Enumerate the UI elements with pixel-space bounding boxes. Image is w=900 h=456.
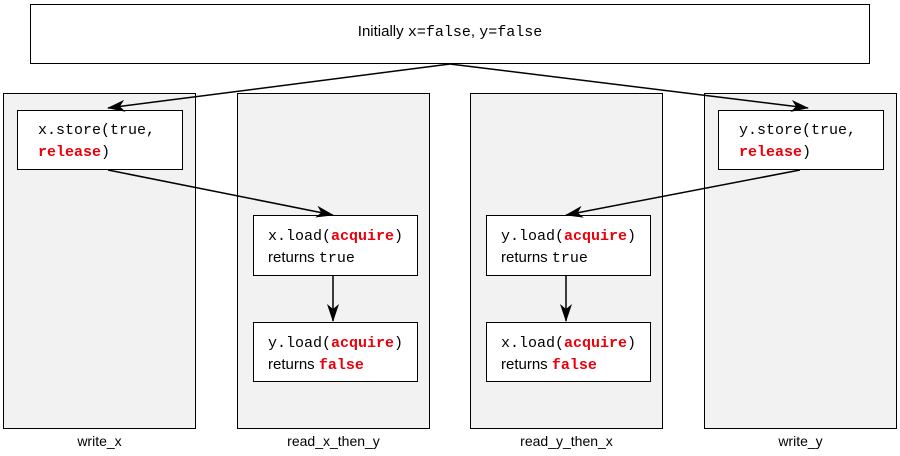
initial-prefix: Initially <box>357 23 408 40</box>
store-y-line1: y.store(true, <box>739 122 857 139</box>
rxy-load1-call-line: x.load(acquire) <box>268 225 403 247</box>
rxy-load1-close: ) <box>394 228 404 245</box>
rxy-load2-order: acquire <box>331 335 395 352</box>
ryx-load2-ret-label: returns <box>501 356 552 373</box>
rxy-load2-call-line: y.load(acquire) <box>268 332 403 354</box>
initial-x-eq: x= <box>407 24 426 41</box>
store-y-order: release <box>739 144 803 161</box>
arrow-init-to-store-x <box>107 63 451 112</box>
rxy-load2-ret-label: returns <box>268 356 319 373</box>
initial-x-val: false <box>425 24 471 41</box>
ryx-load1-close: ) <box>627 228 637 245</box>
store-x-close: ) <box>101 144 111 161</box>
ryx-load1-ret-val: true <box>551 250 588 267</box>
ryx-load2-call: x.load( <box>501 335 565 352</box>
ryx-load1-box: y.load(acquire) returns true <box>486 215 651 276</box>
ryx-load2-order: acquire <box>564 335 628 352</box>
store-x-line2: release) <box>38 141 110 163</box>
lane-label-read-y-then-x: read_y_then_x <box>520 433 613 449</box>
lane-label-write-x: write_x <box>77 433 122 449</box>
ryx-load2-call-line: x.load(acquire) <box>501 332 636 354</box>
rxy-load2-return-line: returns false <box>268 354 364 376</box>
ryx-load1-ret-label: returns <box>501 249 552 266</box>
rxy-load1-order: acquire <box>331 228 395 245</box>
store-y-line2: release) <box>739 141 811 163</box>
ryx-load2-box: x.load(acquire) returns false <box>486 322 651 382</box>
store-y-close: ) <box>802 144 812 161</box>
rxy-load2-close: ) <box>394 335 404 352</box>
rxy-load1-call: x.load( <box>268 228 332 245</box>
rxy-load1-ret-label: returns <box>268 249 319 266</box>
rxy-load1-return-line: returns true <box>268 247 355 269</box>
ryx-load1-return-line: returns true <box>501 247 588 269</box>
rxy-load2-call: y.load( <box>268 335 332 352</box>
initial-y-val: false <box>497 24 543 41</box>
ryx-load1-call: y.load( <box>501 228 565 245</box>
store-x-box: x.store(true, release) <box>17 110 183 170</box>
store-x-order: release <box>38 144 102 161</box>
initial-y-eq: y= <box>479 24 498 41</box>
arrow-init-to-store-y <box>449 63 809 112</box>
initial-state-box: Initially x=false, y=false <box>30 4 870 64</box>
ryx-load1-call-line: y.load(acquire) <box>501 225 636 247</box>
initial-state-text: Initially x=false, y=false <box>31 23 869 41</box>
ryx-load2-close: ) <box>627 335 637 352</box>
arrow-store-x-to-rxy-load1 <box>107 169 334 218</box>
ryx-load2-return-line: returns false <box>501 354 597 376</box>
ryx-load1-order: acquire <box>564 228 628 245</box>
ryx-load2-ret-val: false <box>551 357 597 374</box>
rxy-load1-box: x.load(acquire) returns true <box>253 215 418 276</box>
initial-sep: , <box>470 23 480 40</box>
lane-label-read-x-then-y: read_x_then_y <box>287 433 380 449</box>
store-x-line1: x.store(true, <box>38 122 156 139</box>
rxy-load2-box: y.load(acquire) returns false <box>253 322 418 382</box>
rxy-load1-ret-val: true <box>318 250 355 267</box>
lane-label-write-y: write_y <box>778 433 823 449</box>
arrow-store-y-to-ryx-load1 <box>565 169 801 218</box>
rxy-load2-ret-val: false <box>318 357 364 374</box>
store-y-box: y.store(true, release) <box>718 110 884 170</box>
